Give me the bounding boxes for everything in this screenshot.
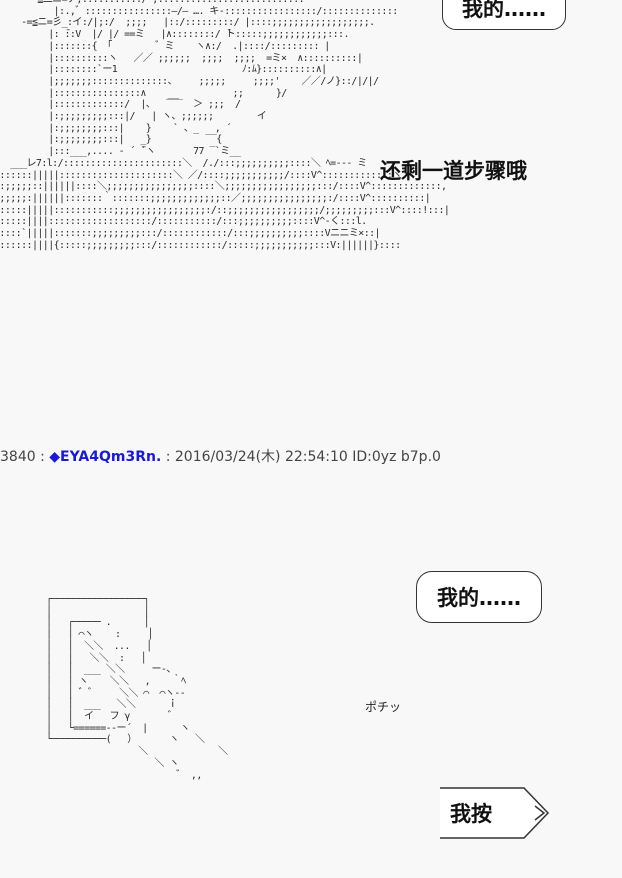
post-header: 3840 : ◆EYA4Qm3Rn. : 2016/03/24(木) 22:54… <box>0 446 441 466</box>
post-number: 3840 <box>0 449 36 465</box>
sound-effect-text: ポチッ <box>365 700 402 714</box>
narration-text: 还剩一道步骤哦 <box>380 159 527 183</box>
speech-bubble-middle: 我的…… <box>416 571 542 623</box>
ascii-art-finger-pressing-button: ┌─────────────────┐ │ │ │ ┌───── . │ │ │… <box>46 594 228 781</box>
arrow-speech-bubble: 我按 <box>438 786 550 840</box>
speech-bubble-top-text: 我的…… <box>462 0 546 21</box>
post-meta: : 2016/03/24(木) 22:54:10 ID:0yz b7p.0 <box>161 449 441 465</box>
post-author-trip[interactable]: ◆EYA4Qm3Rn. <box>49 449 162 465</box>
speech-bubble-middle-text: 我的…… <box>437 586 521 610</box>
arrow-speech-bubble-text: 我按 <box>450 802 492 826</box>
ascii-art-character: -≦二ニ=ナ;:::::::::::/ ,:::::::::::::::::::… <box>0 0 450 251</box>
arrow-bubble-outline <box>440 787 550 839</box>
post-separator: : <box>35 449 50 465</box>
speech-bubble-top: 我的…… <box>442 0 566 30</box>
